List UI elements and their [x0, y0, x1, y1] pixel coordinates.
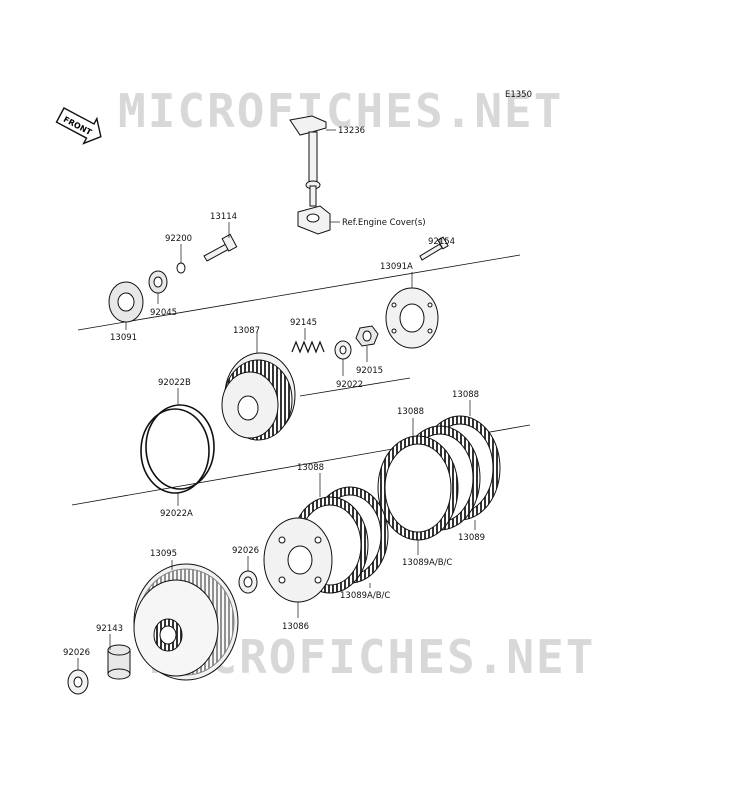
label-92154: 92154 [428, 237, 455, 247]
flange-13091 [108, 281, 144, 323]
label-13089: 13089 [458, 533, 485, 543]
label-13088-mid: 13088 [397, 407, 424, 417]
label-92015: 92015 [356, 366, 383, 376]
label-13089ABC-right: 13089A/B/C [402, 558, 452, 568]
bolt-92154 [419, 236, 449, 261]
leader-lines [77, 129, 476, 670]
label-92145: 92145 [290, 318, 317, 328]
washer-92026-left [67, 669, 89, 695]
clutch-housing-13095 [133, 563, 239, 681]
label-92026-mid: 92026 [232, 546, 259, 556]
label-13091A: 13091A [380, 262, 413, 272]
label-13088-left: 13088 [297, 463, 324, 473]
label-13086: 13086 [282, 622, 309, 632]
snap-ring-92022A [140, 408, 210, 494]
label-92143: 92143 [96, 624, 123, 634]
label-13089ABC-left: 13089A/B/C [340, 591, 390, 601]
clutch-plate-13086 [263, 517, 333, 603]
label-13087: 13087 [233, 326, 260, 336]
label-92022: 92022 [336, 380, 363, 390]
label-92200: 92200 [165, 234, 192, 244]
bearing-92045 [148, 270, 168, 294]
pin-13114 [203, 233, 238, 262]
diagram-code: E1350 [505, 90, 532, 100]
spring-92145 [291, 340, 325, 354]
pressure-plate-13091A [385, 287, 439, 349]
label-13095: 13095 [150, 549, 177, 559]
label-92026-left: 92026 [63, 648, 90, 658]
label-13088-top: 13088 [452, 390, 479, 400]
label-92022A: 92022A [160, 509, 193, 519]
clutch-hub-13087 [221, 352, 296, 441]
washer-92200 [176, 262, 186, 274]
label-13114: 13114 [210, 212, 237, 222]
sleeve-92143 [107, 644, 131, 680]
label-92022B: 92022B [158, 378, 191, 388]
washer-92026-mid [238, 570, 258, 594]
label-92045: 92045 [150, 308, 177, 318]
front-arrow-icon: FRONT [55, 107, 102, 145]
washer-92022 [334, 340, 352, 360]
label-13091: 13091 [110, 333, 137, 343]
label-13236: 13236 [338, 126, 365, 136]
nut-92015 [355, 325, 379, 347]
plate-stack-right [377, 415, 501, 541]
snap-ring-92022B [145, 404, 215, 490]
shift-shaft-13236 [289, 115, 331, 235]
label-ref-engine-cover: Ref.Engine Cover(s) [342, 218, 426, 228]
watermark-top: MICROFICHES.NET [118, 84, 564, 138]
